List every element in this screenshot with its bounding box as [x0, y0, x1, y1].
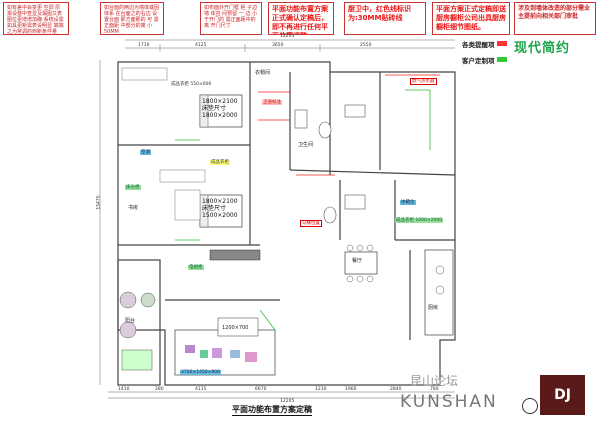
plan-title: 平面功能布置方案定稿 [232, 405, 312, 416]
dim-top-2: 4125 [195, 43, 207, 48]
watermark-circle-icon [522, 398, 538, 414]
dim-bottom-3: 4115 [195, 387, 207, 392]
room-study: 书房 [128, 205, 139, 211]
legend-reminder: 各类提醒项 [462, 41, 495, 49]
tag-wardrobe-2: 成品衣柜 [210, 160, 230, 165]
header-note-5: 厨卫中，红色线标识为:30MM贴砖线 [344, 2, 426, 35]
dim-bottom-1: 1410 [118, 387, 130, 392]
tag-aircon: 空调 [140, 150, 151, 155]
living-dims: 3700×1450×900 [180, 370, 222, 375]
dim-bottom-total: 12205 [280, 399, 295, 404]
header-note-7: 涉及到墙体改造的部分需业主提前向相关部门审批 [514, 2, 596, 35]
tag-wardrobe-1: 成品衣柜 550×600 [171, 82, 212, 87]
header-note-4: 平面功能布置方案正式确认定稿后，即不再进行任何平面位置调整。 [268, 2, 334, 35]
bed2-size: 1800×2100 床垫尺寸 1500×2000 [202, 198, 238, 219]
watermark-logo: DJ [540, 375, 585, 415]
dim-top-1: 1710 [138, 43, 150, 48]
dim-left-total: 15470 [96, 195, 102, 210]
style-title: 现代简约 [514, 41, 571, 56]
dim-top-4: 2550 [360, 43, 372, 48]
room-closet: 衣帽间 [255, 70, 271, 76]
dim-top-3: 3650 [272, 43, 284, 48]
dim-bottom-2: 280 [155, 387, 164, 392]
room-balcony: 阳台 [125, 318, 136, 324]
tag-water-heater: 燃气热水器 [410, 78, 437, 85]
watermark-cn: 昆山论坛 [410, 374, 459, 388]
header-note-2: 如台面的两边为墙体或固体系 在台面之的右边 设置台面 那方面那的 可 需正面距 … [100, 2, 164, 35]
header-note-6: 平面方案正式定稿即送厨房橱柜公司出具厨房橱柜细节图纸。 [432, 2, 510, 35]
room-dining: 餐厅 [352, 258, 363, 264]
dim-bottom-6: 1960 [345, 387, 357, 392]
legend-green-swatch [497, 57, 507, 62]
dim-bottom-4: 6670 [255, 387, 267, 392]
dim-bottom-5: 1230 [315, 387, 327, 392]
header-note-1: 如有差中会变更 空调 原报设整中查显及漏图又表 图位更增增加确 系统设需 如具更… [3, 2, 69, 35]
tag-tv-cabinet: 电视柜 [188, 265, 204, 270]
room-kitchen: 厨房 [428, 305, 439, 311]
room-bath: 卫生间 [298, 142, 314, 148]
tag-nightstand: 床头柜 [125, 185, 141, 190]
dim-bottom-7: 2840 [390, 387, 402, 392]
legend-custom: 客户定制项 [462, 57, 495, 65]
watermark-en: KUNSHAN [400, 392, 498, 412]
dim-top-total: 12205 [280, 34, 295, 39]
tag-toilet: 马桶位置 [300, 220, 322, 227]
tag-wardrobe-3: 成品衣柜 1000×2000 [395, 218, 444, 223]
header-note-3: 如布面外开门框 柜 子边墙 体应 间预留 一 边 小于开门的 需正面距中的离 开… [200, 2, 262, 35]
tag-fridge: 冰箱位 [400, 200, 416, 205]
table-size: 1200×700 [222, 325, 249, 331]
tag-bath-note: 卫浴标注 [262, 100, 282, 105]
legend-red-swatch [497, 41, 507, 46]
dim-bottom-8: 780 [430, 387, 439, 392]
bed1-size: 1800×2100 床垫尺寸 1800×2000 [202, 98, 238, 119]
